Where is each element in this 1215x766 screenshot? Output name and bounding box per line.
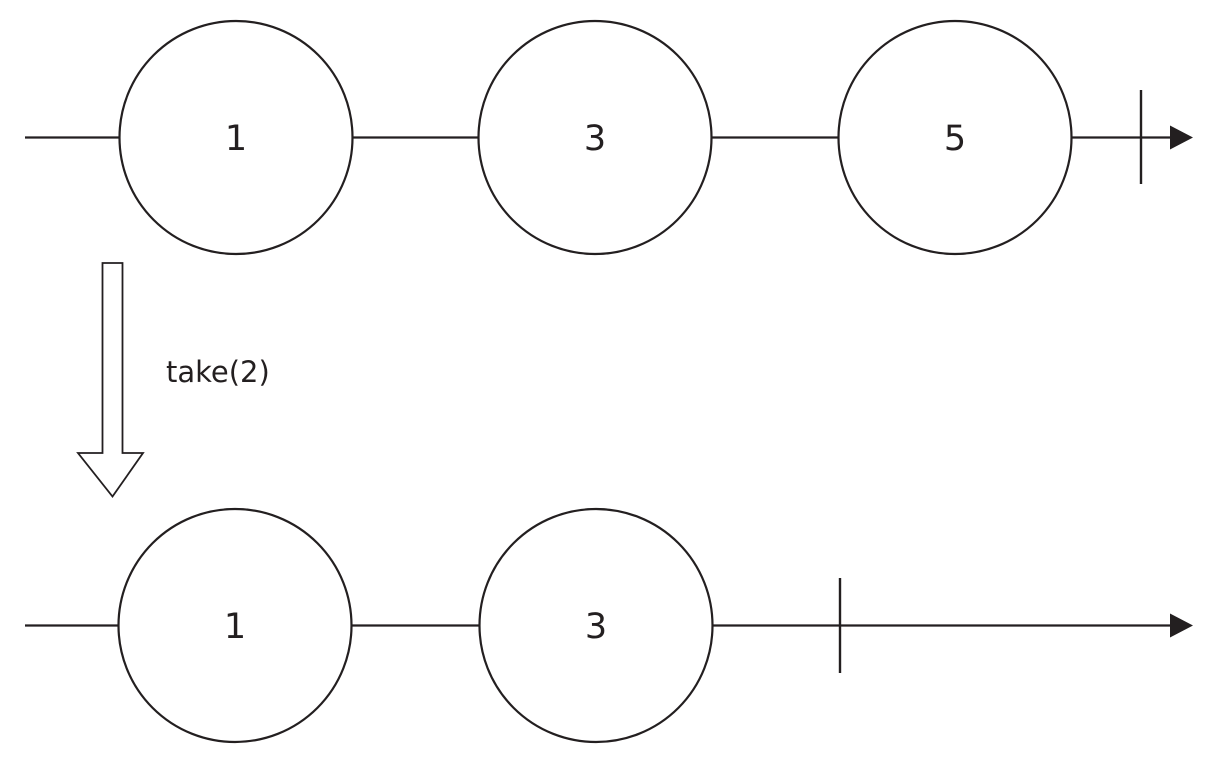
- marble-label: 3: [584, 119, 606, 159]
- marble-circle: [118, 19, 354, 256]
- marble-label: 1: [224, 607, 246, 647]
- operator: take(2): [76, 262, 270, 499]
- operator-label: take(2): [166, 355, 270, 389]
- source-arrowhead-icon: [1170, 125, 1193, 150]
- marble-result-1: 1: [117, 507, 353, 744]
- marble-circle: [477, 19, 713, 256]
- marble-circle: [478, 507, 714, 744]
- marble-circle: [837, 19, 1073, 256]
- marble-source-2: 3: [477, 19, 713, 256]
- marble-label: 1: [225, 119, 247, 159]
- down-arrow-icon: [76, 262, 145, 499]
- result-arrowhead-icon: [1170, 613, 1193, 638]
- marble-source-1: 1: [118, 19, 354, 256]
- result-stream: 1 3: [25, 507, 1193, 744]
- source-stream: 1 3 5: [25, 19, 1193, 256]
- marble-circle: [117, 507, 353, 744]
- marble-source-3: 5: [837, 19, 1073, 256]
- marble-result-2: 3: [478, 507, 714, 744]
- marble-label: 3: [585, 607, 607, 647]
- marble-label: 5: [944, 119, 966, 159]
